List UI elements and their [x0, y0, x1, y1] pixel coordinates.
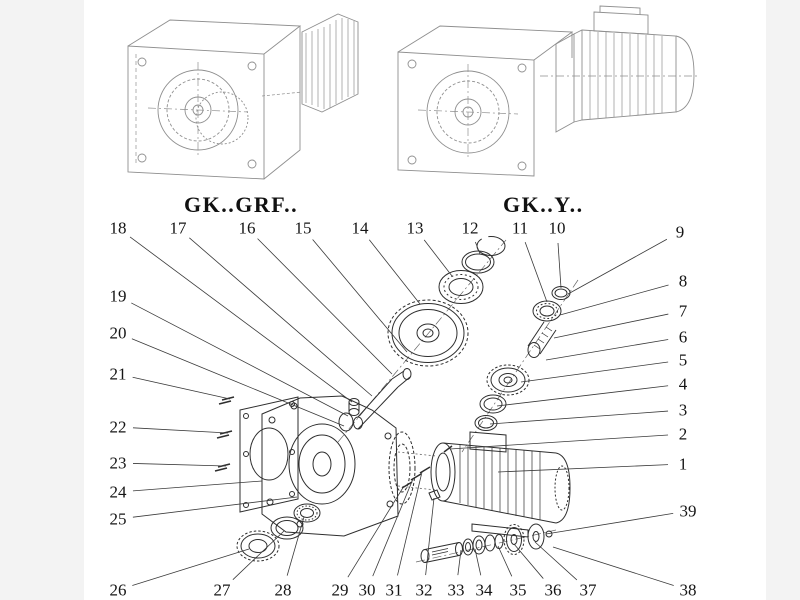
- model-label-y: GK..Y..: [503, 192, 584, 217]
- leader-line-15: [312, 239, 408, 353]
- callout-15: 15: [294, 218, 312, 238]
- gearbox-y-drawing: [397, 5, 700, 177]
- callout-2: 2: [678, 424, 688, 444]
- leader-line-24: [132, 480, 263, 492]
- callout-14: 14: [351, 218, 369, 238]
- leader-line-26: [132, 548, 250, 586]
- page-margin-left: [0, 0, 84, 600]
- leader-line-20: [131, 338, 345, 427]
- leader-line-13: [423, 239, 453, 277]
- leader-line-7: [553, 313, 669, 339]
- callout-11: 11: [511, 218, 529, 238]
- large-gear: [387, 299, 469, 367]
- callout-1: 1: [678, 454, 688, 474]
- callout-16: 16: [238, 218, 256, 238]
- callout-9: 9: [675, 222, 685, 242]
- leader-line-35: [497, 545, 513, 577]
- callout-17: 17: [169, 218, 187, 238]
- leader-line-4: [496, 385, 669, 407]
- callout-24: 24: [109, 482, 127, 502]
- callout-8: 8: [678, 271, 688, 291]
- callout-29: 29: [331, 580, 349, 600]
- leader-line-10: [557, 242, 562, 289]
- leader-line-34: [474, 548, 482, 576]
- callout-26: 26: [109, 580, 127, 600]
- leader-line-30: [372, 478, 414, 577]
- model-label-grf: GK..GRF..: [184, 192, 299, 217]
- flange-plate: [239, 396, 299, 513]
- callout-7: 7: [678, 301, 688, 321]
- leader-line-3: [489, 410, 669, 425]
- leader-line-8: [559, 284, 669, 316]
- housing: [261, 395, 416, 537]
- callout-3: 3: [678, 400, 688, 420]
- output-gear-rings: [236, 503, 321, 562]
- leader-line-14: [368, 239, 421, 305]
- callout-39: 39: [679, 501, 697, 521]
- upper-bearing: [438, 270, 484, 304]
- callout-35: 35: [509, 580, 527, 600]
- leader-line-2: [449, 434, 669, 450]
- callout-37: 37: [579, 580, 597, 600]
- leader-line-16: [257, 238, 393, 375]
- callout-34: 34: [475, 580, 493, 600]
- leader-line-5: [520, 361, 669, 383]
- leader-line-17: [189, 237, 373, 397]
- leader-line-12: [475, 241, 481, 255]
- leader-line-1: [497, 464, 669, 473]
- callout-31: 31: [385, 580, 403, 600]
- callout-38: 38: [679, 580, 697, 600]
- callout-33: 33: [447, 580, 465, 600]
- callout-36: 36: [544, 580, 562, 600]
- callout-32: 32: [415, 580, 433, 600]
- leader-line-23: [132, 463, 227, 467]
- leader-line-38: [552, 546, 674, 586]
- callout-28: 28: [274, 580, 292, 600]
- leader-line-36: [513, 543, 544, 579]
- leader-line-33: [457, 549, 462, 576]
- exploded-view-drawing: [214, 236, 579, 563]
- leader-line-25: [132, 496, 298, 518]
- leader-line-11: [524, 241, 548, 303]
- leader-line-39: [545, 513, 674, 535]
- callout-27: 27: [213, 580, 231, 600]
- callout-5: 5: [678, 350, 688, 370]
- leader-line-6: [545, 339, 669, 361]
- gearbox-grf-drawing: [127, 13, 359, 180]
- callout-30: 30: [358, 580, 376, 600]
- leader-line-19: [131, 302, 349, 417]
- callout-21: 21: [109, 364, 127, 384]
- leader-line-32: [425, 497, 435, 576]
- callout-10: 10: [548, 218, 566, 238]
- callout-25: 25: [109, 509, 127, 529]
- leader-lines: [129, 236, 674, 586]
- callout-22: 22: [109, 417, 127, 437]
- leader-line-31: [397, 471, 423, 576]
- leader-line-27: [232, 530, 285, 580]
- callout-13: 13: [406, 218, 424, 238]
- motor: [430, 431, 571, 538]
- input-shaft: [353, 368, 412, 430]
- leader-line-22: [132, 427, 229, 434]
- callout-23: 23: [109, 453, 127, 473]
- leader-line-18: [129, 236, 353, 403]
- callout-20: 20: [109, 323, 127, 343]
- leader-line-21: [132, 376, 231, 400]
- callout-18: 18: [109, 218, 127, 238]
- leader-line-9: [567, 238, 668, 295]
- page-margin-right: [766, 0, 800, 600]
- leader-line-29: [347, 485, 405, 578]
- callout-4: 4: [678, 374, 688, 394]
- callout-12: 12: [461, 218, 479, 238]
- leader-line-37: [534, 541, 578, 581]
- flange-screws: [214, 396, 235, 472]
- output-shaft-assembly: [420, 523, 553, 563]
- callout-19: 19: [109, 286, 127, 306]
- leader-line-28: [286, 516, 305, 576]
- callout-6: 6: [678, 327, 688, 347]
